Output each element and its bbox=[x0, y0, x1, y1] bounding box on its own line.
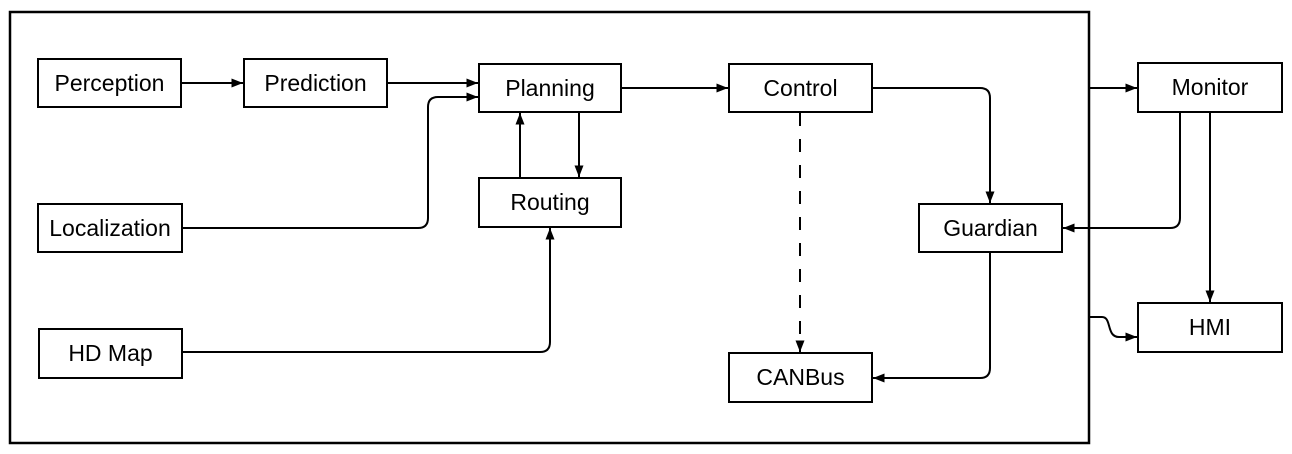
node-localization-label: Localization bbox=[49, 214, 171, 241]
node-prediction: Prediction bbox=[243, 58, 388, 108]
edge-monitor-guardian bbox=[1063, 113, 1181, 233]
node-perception: Perception bbox=[37, 58, 182, 108]
node-planning: Planning bbox=[478, 63, 622, 113]
node-hdmap: HD Map bbox=[38, 328, 183, 379]
edge-boundary-hmi bbox=[1089, 316, 1137, 342]
node-hmi-label: HMI bbox=[1188, 314, 1232, 340]
edge-control-guardian bbox=[873, 87, 995, 203]
node-canbus: CANBus bbox=[728, 352, 873, 403]
node-guardian: Guardian bbox=[918, 203, 1063, 253]
node-prediction-label: Prediction bbox=[264, 69, 367, 96]
node-routing-label: Routing bbox=[510, 189, 590, 215]
node-routing: Routing bbox=[478, 177, 622, 228]
node-monitor: Monitor bbox=[1137, 62, 1283, 113]
node-hdmap-label: HD Map bbox=[68, 340, 153, 366]
node-localization: Localization bbox=[37, 203, 183, 253]
node-control-label: Control bbox=[763, 74, 838, 101]
node-planning-label: Planning bbox=[505, 74, 595, 101]
edge-hdmap-routing bbox=[183, 228, 555, 353]
node-hmi: HMI bbox=[1137, 302, 1283, 353]
node-monitor-label: Monitor bbox=[1171, 74, 1249, 100]
node-canbus-label: CANBus bbox=[756, 364, 845, 390]
edge-guardian-canbus bbox=[873, 253, 991, 383]
node-perception-label: Perception bbox=[54, 69, 165, 96]
node-control: Control bbox=[728, 63, 873, 113]
node-guardian-label: Guardian bbox=[943, 214, 1038, 241]
edge-localization-planning bbox=[183, 92, 478, 229]
